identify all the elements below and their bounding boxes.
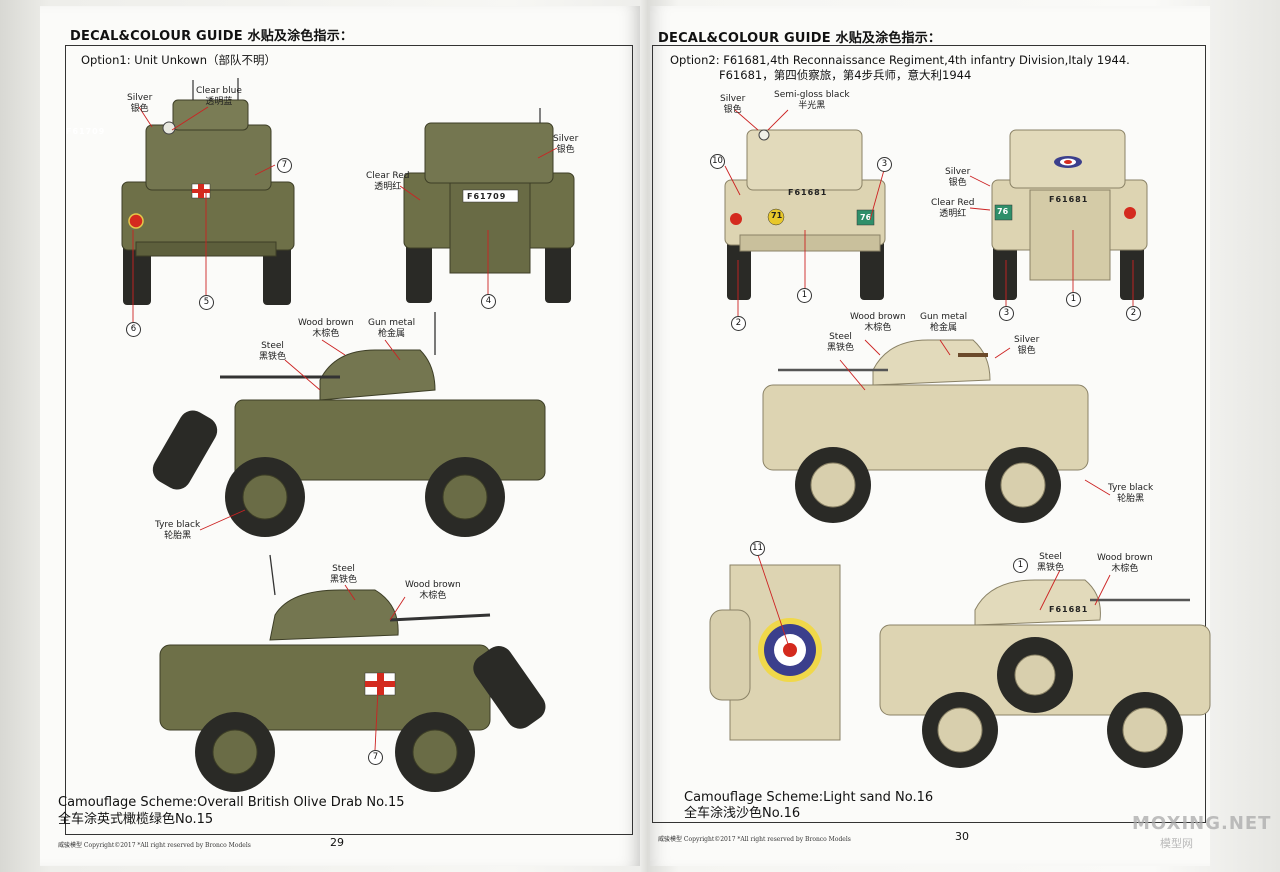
option1-front-plate: F61709 (66, 127, 106, 136)
watermark: MOXING.NET (1132, 813, 1272, 834)
right-frame (652, 45, 1206, 823)
o2-marker-10: 10 (710, 154, 725, 169)
option2-front-plate: F61681 (788, 188, 828, 197)
left-page-number: 29 (330, 836, 344, 849)
option1-side-view (152, 312, 546, 537)
option2-side-view-2 (879, 579, 1211, 768)
option1-side-view-2 (159, 554, 546, 792)
right-page-number: 30 (955, 830, 969, 843)
o1-marker-7-a: 7 (277, 158, 292, 173)
option2-scheme-cn: 全车涂浅沙色No.16 (684, 806, 801, 821)
option2-label-line1: Option2: F61681,4th Reconnaissance Regim… (670, 53, 1130, 67)
option2-rear-view (991, 129, 1148, 300)
option2-tac-76-front: 76 (860, 213, 872, 222)
option1-label: Option1: Unit Unkown（部队不明） (81, 53, 276, 67)
o2-marker-11: 11 (750, 541, 765, 556)
o2-marker-1-a: 1 (797, 288, 812, 303)
o2-marker-2-b: 2 (1126, 306, 1141, 321)
option1-front-view (121, 78, 295, 305)
o1-marker-7-b: 7 (368, 750, 383, 765)
option2-side-view (762, 339, 1089, 523)
o2-marker-1-b: 1 (1066, 292, 1081, 307)
o2-marker-2-a: 2 (731, 316, 746, 331)
o1-marker-4: 4 (481, 294, 496, 309)
left-copyright: 威骏模型 Copyright©2017 *All right reserved … (58, 842, 251, 849)
option1-rear-plate: F61709 (467, 192, 507, 201)
option2-leader-lines (724, 109, 1134, 651)
watermark-cn: 模型网 (1160, 837, 1193, 850)
left-guide-title: DECAL&COLOUR GUIDE 水贴及涂色指示： (70, 29, 354, 44)
right-guide-title: DECAL&COLOUR GUIDE 水贴及涂色指示： (658, 31, 942, 46)
right-copyright: 威骏模型 Copyright©2017 *All right reserved … (658, 836, 851, 843)
option2-tac-71: 71 (771, 211, 783, 220)
o2-marker-3-a: 3 (877, 157, 892, 172)
option1-leader-lines (132, 106, 558, 751)
option1-scheme-en: Camouflage Scheme:Overall British Olive … (58, 795, 405, 810)
o2-marker-1-c: 1 (1013, 558, 1028, 573)
option2-front-view (724, 129, 886, 300)
option2-scheme-en: Camouflage Scheme:Light sand No.16 (684, 790, 934, 805)
option2-tac-76-rear: 76 (997, 207, 1009, 216)
left-frame (65, 45, 633, 835)
option1-rear-view (403, 108, 575, 303)
o2-marker-3-b: 3 (999, 306, 1014, 321)
option2-label-line2: F61681，第四侦察旅，第4步兵师，意大利1944 (719, 68, 972, 82)
option2-side-plate: F61681 (1049, 605, 1089, 614)
option2-rear-plate: F61681 (1049, 195, 1089, 204)
o1-marker-6: 6 (126, 322, 141, 337)
option1-scheme-cn: 全车涂英式橄榄绿色No.15 (58, 812, 214, 827)
o1-marker-5: 5 (199, 295, 214, 310)
